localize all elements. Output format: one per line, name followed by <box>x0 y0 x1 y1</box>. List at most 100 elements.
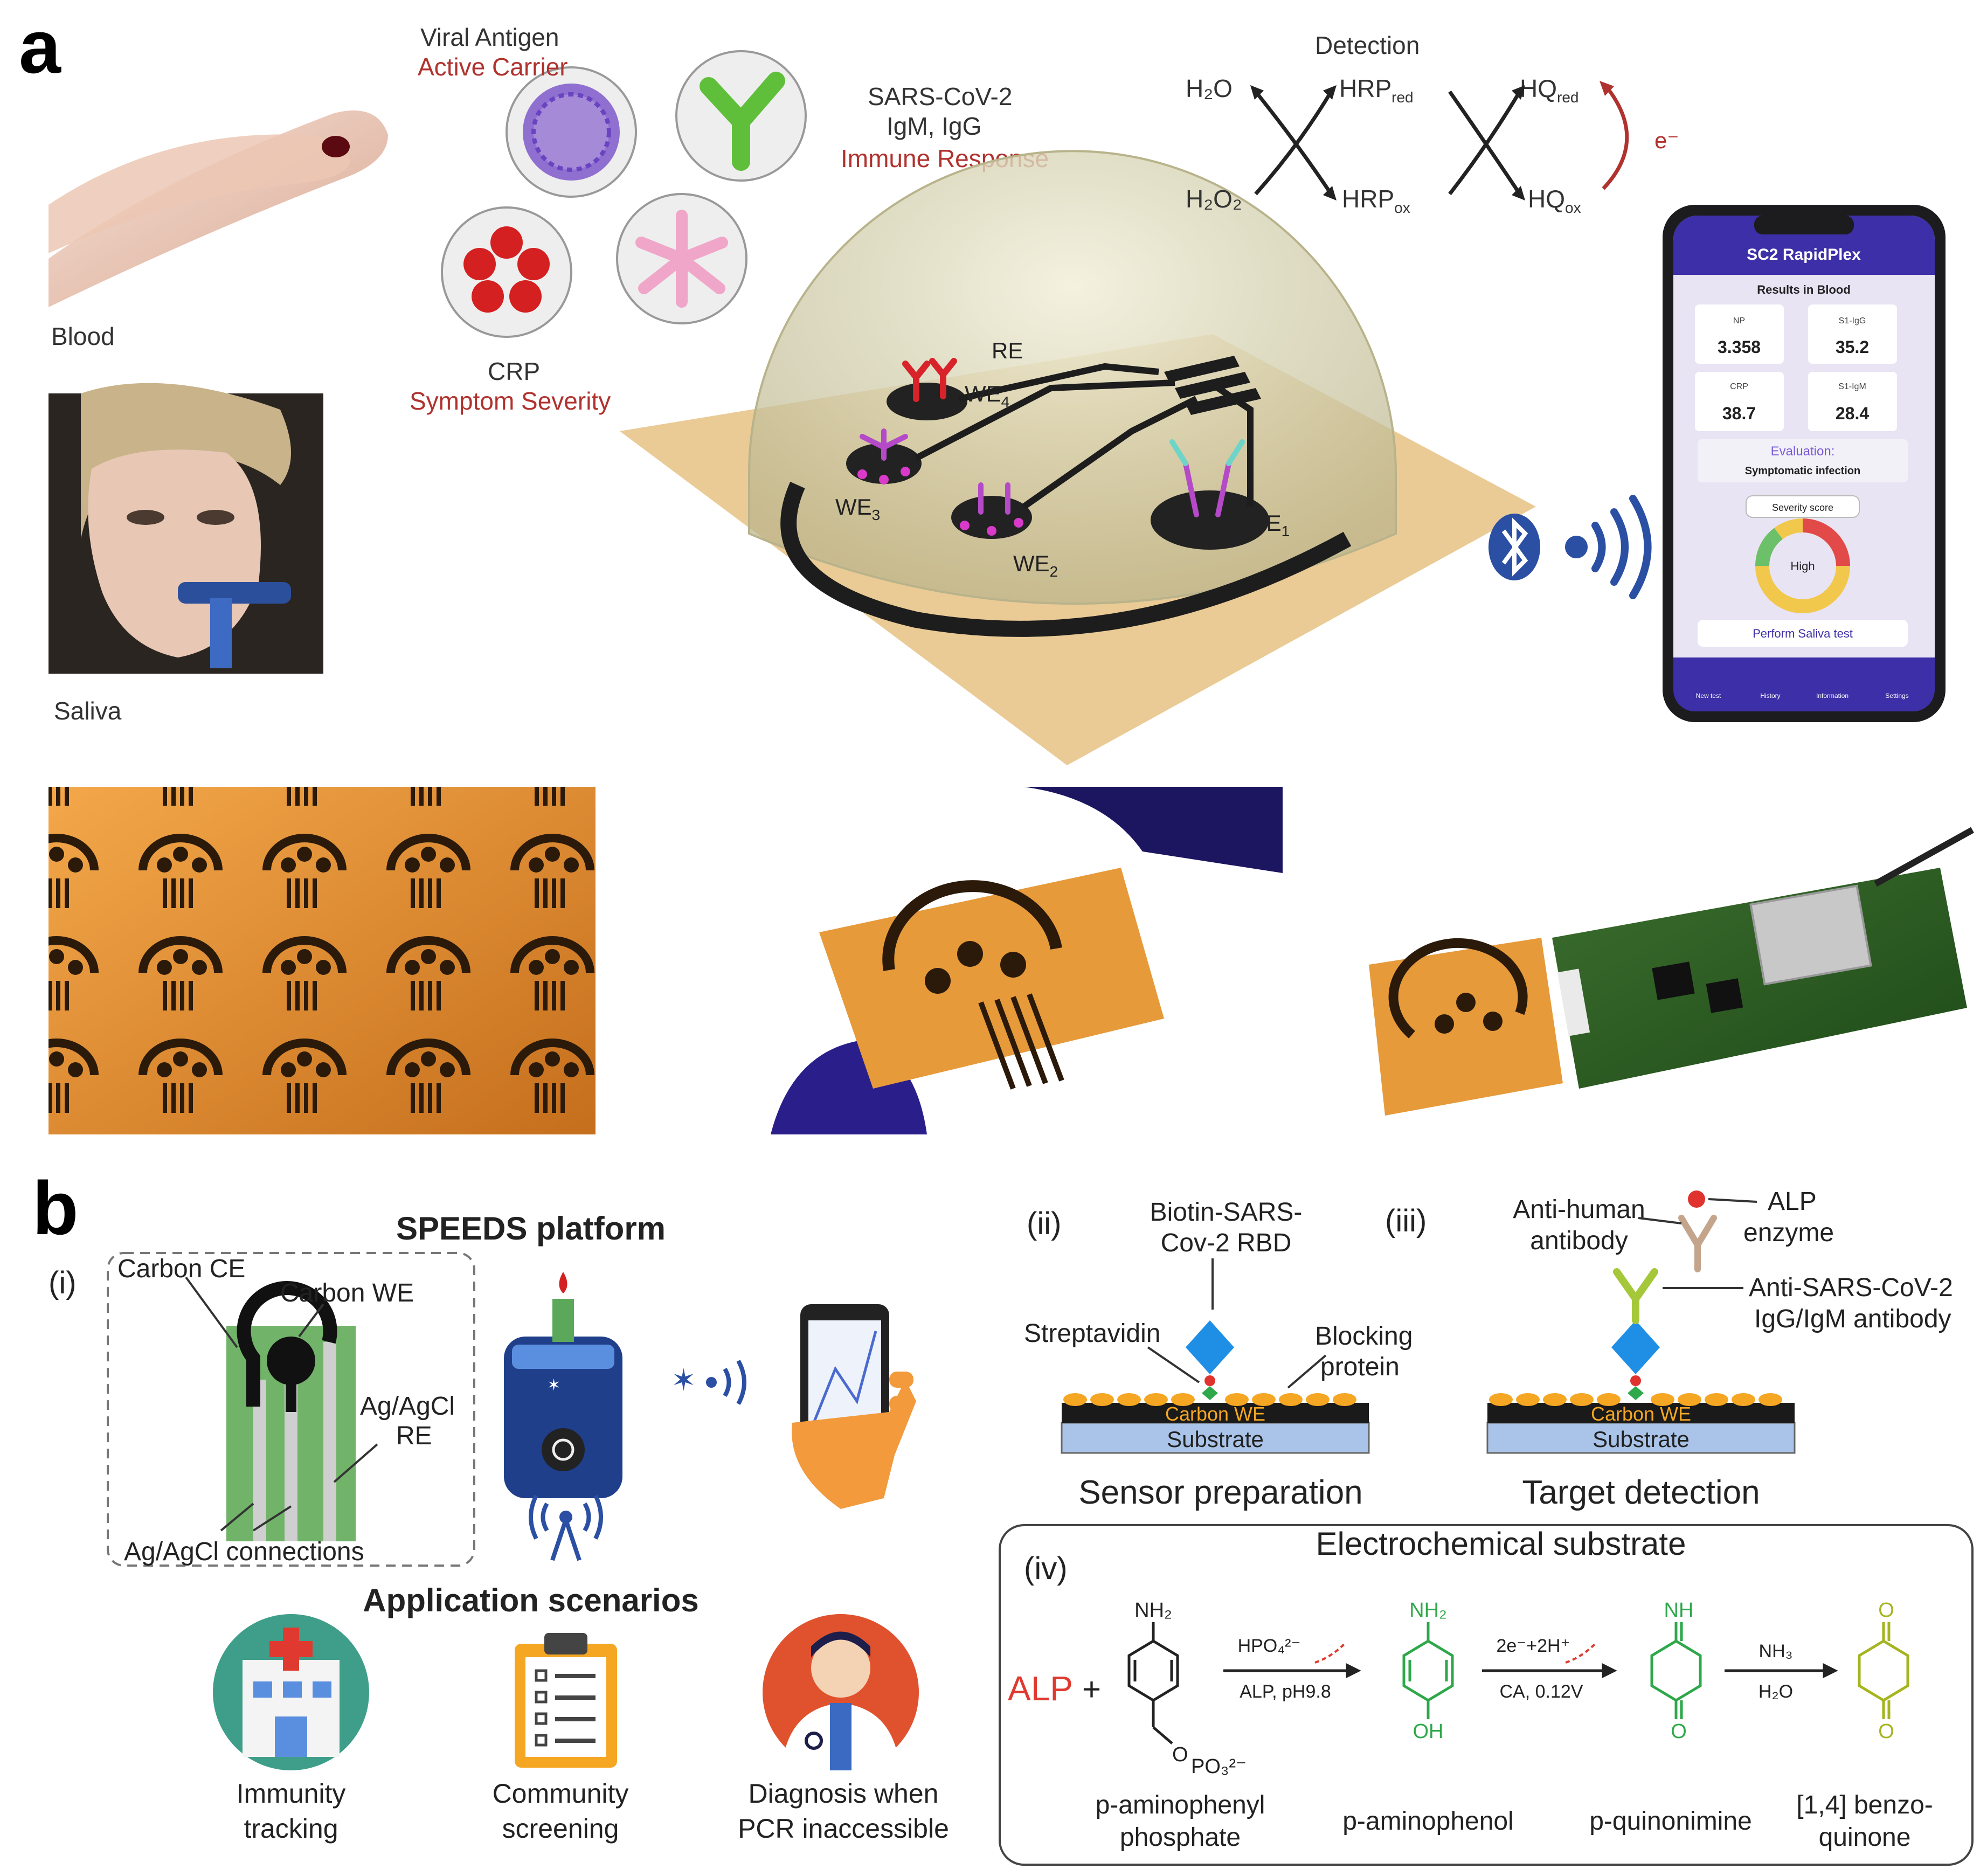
p-quinonimine-structure <box>1650 1622 1702 1719</box>
re-label: RE <box>992 338 1023 363</box>
phone-s1igm-value: 28.4 <box>1836 404 1869 423</box>
phone-s1igm-label: S1-IgM <box>1838 382 1866 391</box>
phone-severity-score[interactable]: Severity score <box>1772 502 1833 513</box>
substrate-ii: Substrate <box>1167 1427 1264 1452</box>
streptavidin-label: Streptavidin <box>1024 1319 1160 1348</box>
panel-a-letter: a <box>19 4 61 89</box>
h2o-label: H₂O <box>1186 74 1233 102</box>
scenario-2-line2: screening <box>502 1813 619 1844</box>
phone-evaluation-value: Symptomatic infection <box>1745 465 1860 477</box>
application-scenarios-title: Application scenarios <box>363 1582 699 1618</box>
anti-human-label-2: antibody <box>1530 1227 1628 1255</box>
symptom-severity-label: Symptom Severity <box>410 387 611 415</box>
arrowheads <box>1250 81 1614 200</box>
smartphone-hand-icon <box>792 1304 916 1509</box>
o-phosphate: O <box>1172 1743 1188 1766</box>
pcb-sensor-photo <box>1358 825 1978 1137</box>
compound-1-line1: p-aminophenyl <box>1096 1791 1265 1819</box>
phone-nav-settings[interactable]: Settings <box>1885 692 1908 700</box>
target-detection-diagram <box>1486 1190 1796 1454</box>
phone-s1igg-label: S1-IgG <box>1839 316 1866 326</box>
compound-4-line2: quinone <box>1819 1823 1911 1852</box>
phone-nav-new-test[interactable]: New test <box>1696 692 1721 700</box>
phone-np-value: 3.358 <box>1718 337 1761 357</box>
benzoquinone-structure <box>1858 1622 1909 1719</box>
nh2-c2: NH₂ <box>1409 1599 1447 1622</box>
biotin-label-2: Cov-2 RBD <box>1161 1229 1292 1257</box>
detection-cycle-arrows <box>1254 85 1629 196</box>
scenario-1-line1: Immunity <box>237 1778 346 1809</box>
nh2-c1: NH₂ <box>1134 1599 1172 1622</box>
viral-antigen-label: Viral Antigen <box>420 23 559 51</box>
electrode-schematic-box <box>107 1252 475 1567</box>
phone-crp-value: 38.7 <box>1722 404 1756 423</box>
bluetooth-signal-icon-b: ✶ <box>671 1360 746 1405</box>
phone-results-heading: Results in Blood <box>1757 283 1851 296</box>
igm-antibody-icon <box>616 193 747 324</box>
ca-label: CA, 0.12V <box>1500 1681 1583 1702</box>
po3-phosphate: PO₃²⁻ <box>1191 1755 1247 1778</box>
alp-label-1: ALP <box>1768 1187 1817 1216</box>
biotin-label-1: Biotin-SARS- <box>1150 1198 1303 1227</box>
phone-np-label: NP <box>1733 316 1745 326</box>
agagcl-connections-label: Ag/AgCl connections <box>124 1538 364 1566</box>
scenario-1-line2: tracking <box>244 1813 338 1844</box>
we4-label: WE4 <box>965 381 1009 410</box>
hpo4-label: HPO₄²⁻ <box>1238 1636 1301 1656</box>
roman-ii: (ii) <box>1027 1206 1061 1241</box>
phone-nav-history[interactable]: History <box>1760 692 1780 700</box>
electrode-schematic <box>226 1281 356 1541</box>
h2o-label-iv: H₂O <box>1758 1681 1793 1702</box>
o-c4-top: O <box>1878 1599 1894 1622</box>
we2-label: WE2 <box>1013 551 1058 580</box>
sars-label-1: SARS-CoV-2 <box>868 82 1012 110</box>
crp-label: CRP <box>488 357 540 385</box>
blood-photo <box>49 81 393 307</box>
saliva-photo <box>49 383 323 674</box>
phone-gauge-label: High <box>1790 559 1815 573</box>
phone-nav-information[interactable]: Information <box>1816 692 1848 700</box>
speeds-platform-title: SPEEDS platform <box>396 1210 666 1247</box>
carbon-ce-label: Carbon CE <box>117 1255 245 1283</box>
p-aminophenol-structure <box>1402 1622 1454 1719</box>
hospital-icon <box>213 1614 369 1770</box>
sensor-preparation-label: Sensor preparation <box>1078 1474 1362 1511</box>
h2o2-label: H₂O₂ <box>1186 185 1242 213</box>
svg-text:✶: ✶ <box>547 1376 560 1394</box>
sensor-dome-illustration <box>620 150 1536 765</box>
panel-b-letter: b <box>32 1166 79 1250</box>
phone-title: SC2 RapidPlex <box>1747 246 1861 264</box>
hq-red-label: HQred <box>1520 74 1578 106</box>
o-c3: O <box>1671 1720 1687 1743</box>
o-c4-bottom: O <box>1878 1720 1894 1743</box>
flexible-sensor-photo <box>771 787 1283 1134</box>
doctor-icon <box>763 1614 919 1770</box>
two-e-label: 2e⁻+2H⁺ <box>1496 1636 1570 1656</box>
compound-2: p-aminophenol <box>1342 1807 1514 1836</box>
hrp-red-label: HRPred <box>1339 74 1414 106</box>
carbon-we-label: Carbon WE <box>280 1279 414 1307</box>
anti-human-label-1: Anti-human <box>1513 1195 1645 1224</box>
sars-label-2: IgM, IgG <box>887 112 981 140</box>
phone-saliva-button[interactable]: Perform Saliva test <box>1753 627 1853 640</box>
scenario-2-line1: Community <box>493 1778 629 1809</box>
plus-sign: + <box>1082 1671 1101 1707</box>
nh3-label: NH₃ <box>1759 1641 1793 1662</box>
detection-label: Detection <box>1315 31 1420 59</box>
oh-c2: OH <box>1413 1720 1444 1743</box>
active-carrier-label: Active Carrier <box>418 53 568 81</box>
blocking-label-1: Blocking <box>1315 1322 1413 1351</box>
schematic-leader-lines <box>185 1276 378 1532</box>
agagcl-re-label-2: RE <box>396 1422 432 1450</box>
scenario-3-line1: Diagnosis when <box>749 1778 939 1809</box>
reaction-arrows <box>1223 1643 1838 1679</box>
electrochemical-title: Electrochemical substrate <box>1316 1526 1686 1562</box>
roman-i: (i) <box>49 1265 77 1300</box>
igg-antibody-icon <box>675 50 807 182</box>
anti-sars-label-2: IgG/IgM antibody <box>1754 1305 1951 1333</box>
blood-drop <box>322 136 350 157</box>
roman-iv: (iv) <box>1024 1551 1068 1586</box>
phone-crp-label: CRP <box>1730 382 1748 391</box>
alp-ph-label: ALP, pH9.8 <box>1240 1681 1331 1702</box>
